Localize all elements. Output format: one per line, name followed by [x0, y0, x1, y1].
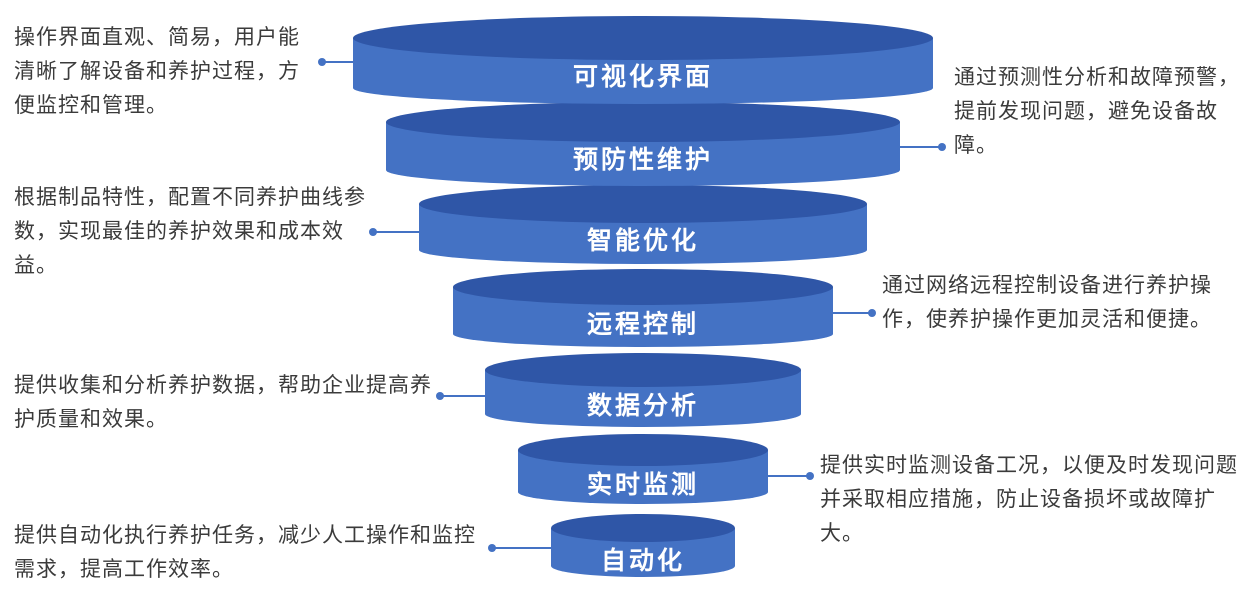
tier-label-realtime-monitoring: 实时监测: [587, 470, 699, 499]
funnel-tier-smart-optimization: 智能优化: [419, 185, 867, 264]
connector-dot-smart-optimization: [369, 228, 377, 236]
tier-label-automation: 自动化: [601, 546, 685, 575]
funnel-tier-remote-control: 远程控制: [453, 269, 833, 347]
description-data-analysis: 提供收集和分析养护数据，帮助企业提高养护质量和效果。: [14, 373, 432, 431]
tier-top-ellipse: [485, 353, 801, 387]
tier-label-data-analysis: 数据分析: [587, 391, 699, 420]
description-smart-optimization: 根据制品特性，配置不同养护曲线参数，实现最佳的养护效果和成本效益。: [14, 185, 366, 277]
tier-label-remote-control: 远程控制: [587, 310, 699, 339]
tier-top-ellipse: [353, 16, 933, 60]
tier-top-ellipse: [453, 269, 833, 305]
connector-dot-automation: [488, 544, 496, 552]
description-automation: 提供自动化执行养护任务，减少人工操作和监控需求，提高工作效率。: [14, 523, 476, 581]
connector-dot-remote-control: [868, 309, 876, 317]
tier-top-ellipse: [386, 102, 900, 142]
tier-label-visual-interface: 可视化界面: [573, 62, 713, 91]
tier-top-ellipse: [419, 185, 867, 223]
tier-top-ellipse: [518, 434, 768, 466]
tier-label-preventive-maintenance: 预防性维护: [573, 145, 713, 174]
tier-label-smart-optimization: 智能优化: [587, 226, 699, 255]
connector-dot-preventive-maintenance: [938, 143, 946, 151]
funnel-tier-preventive-maintenance: 预防性维护: [386, 102, 900, 186]
funnel-tier-data-analysis: 数据分析: [485, 353, 801, 427]
connector-dot-realtime-monitoring: [806, 472, 814, 480]
tier-top-ellipse: [551, 514, 735, 542]
connector-dot-visual-interface: [318, 58, 326, 66]
connector-dot-data-analysis: [436, 392, 444, 400]
description-remote-control: 通过网络远程控制设备进行养护操作，使养护操作更加灵活和便捷。: [882, 273, 1212, 331]
funnel-tier-realtime-monitoring: 实时监测: [518, 434, 768, 504]
description-visual-interface: 操作界面直观、简易，用户能清晰了解设备和养护过程，方便监控和管理。: [14, 25, 300, 117]
description-preventive-maintenance: 通过预测性分析和故障预警，提前发现问题，避免设备故障。: [954, 65, 1240, 157]
funnel-tier-automation: 自动化: [551, 514, 735, 577]
tier-body: [551, 528, 735, 577]
funnel-tier-visual-interface: 可视化界面: [353, 16, 933, 104]
description-realtime-monitoring: 提供实时监测设备工况，以便及时发现问题并采取相应措施，防止设备损坏或故障扩大。: [820, 453, 1238, 545]
